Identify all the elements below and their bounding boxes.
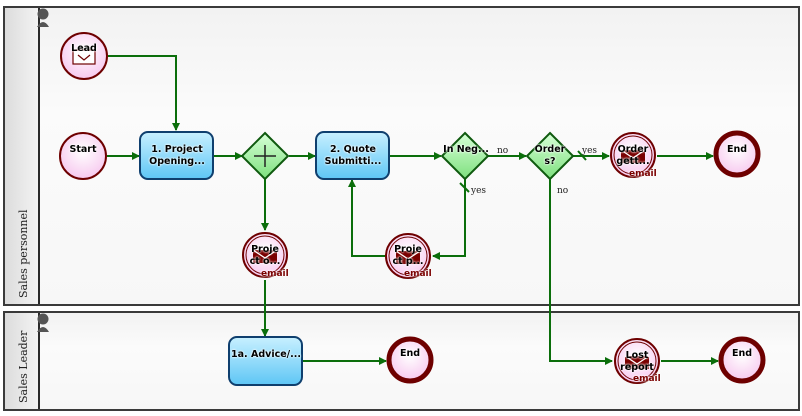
email-tag: email	[261, 269, 289, 279]
default-flow-marker	[459, 182, 470, 193]
plus-icon	[254, 145, 276, 167]
end-event-3	[718, 336, 766, 384]
flow-orders-no-lost	[549, 179, 613, 365]
task-project-opening	[139, 131, 214, 180]
task-quote-submitting	[315, 131, 390, 180]
email-tag: email	[633, 374, 661, 384]
gateway-orders	[525, 131, 575, 181]
lane-header: Sales personnel	[5, 8, 40, 304]
edge-label-orders-yes: yes	[582, 146, 598, 156]
gateway-in-negotiation	[440, 131, 490, 181]
default-flow-marker	[577, 150, 587, 161]
email-tag: email	[404, 269, 432, 279]
edge-label-orders-no: no	[557, 186, 569, 196]
flow-lead-task1	[108, 55, 180, 131]
end-event-1	[713, 130, 761, 178]
lane-header: Sales Leader	[5, 313, 40, 409]
flow-neg-yes-email2	[432, 179, 466, 260]
email-tag: email	[629, 169, 657, 179]
task-advice	[228, 336, 303, 386]
flow-email2-task2	[348, 179, 385, 257]
user-icon	[37, 313, 49, 332]
envelope-icon	[72, 49, 96, 65]
start-event	[59, 132, 107, 180]
edge-label-neg-no: no	[497, 146, 509, 156]
edge-label-neg-yes: yes	[471, 186, 487, 196]
end-event-2	[386, 336, 434, 384]
user-icon	[37, 8, 49, 27]
